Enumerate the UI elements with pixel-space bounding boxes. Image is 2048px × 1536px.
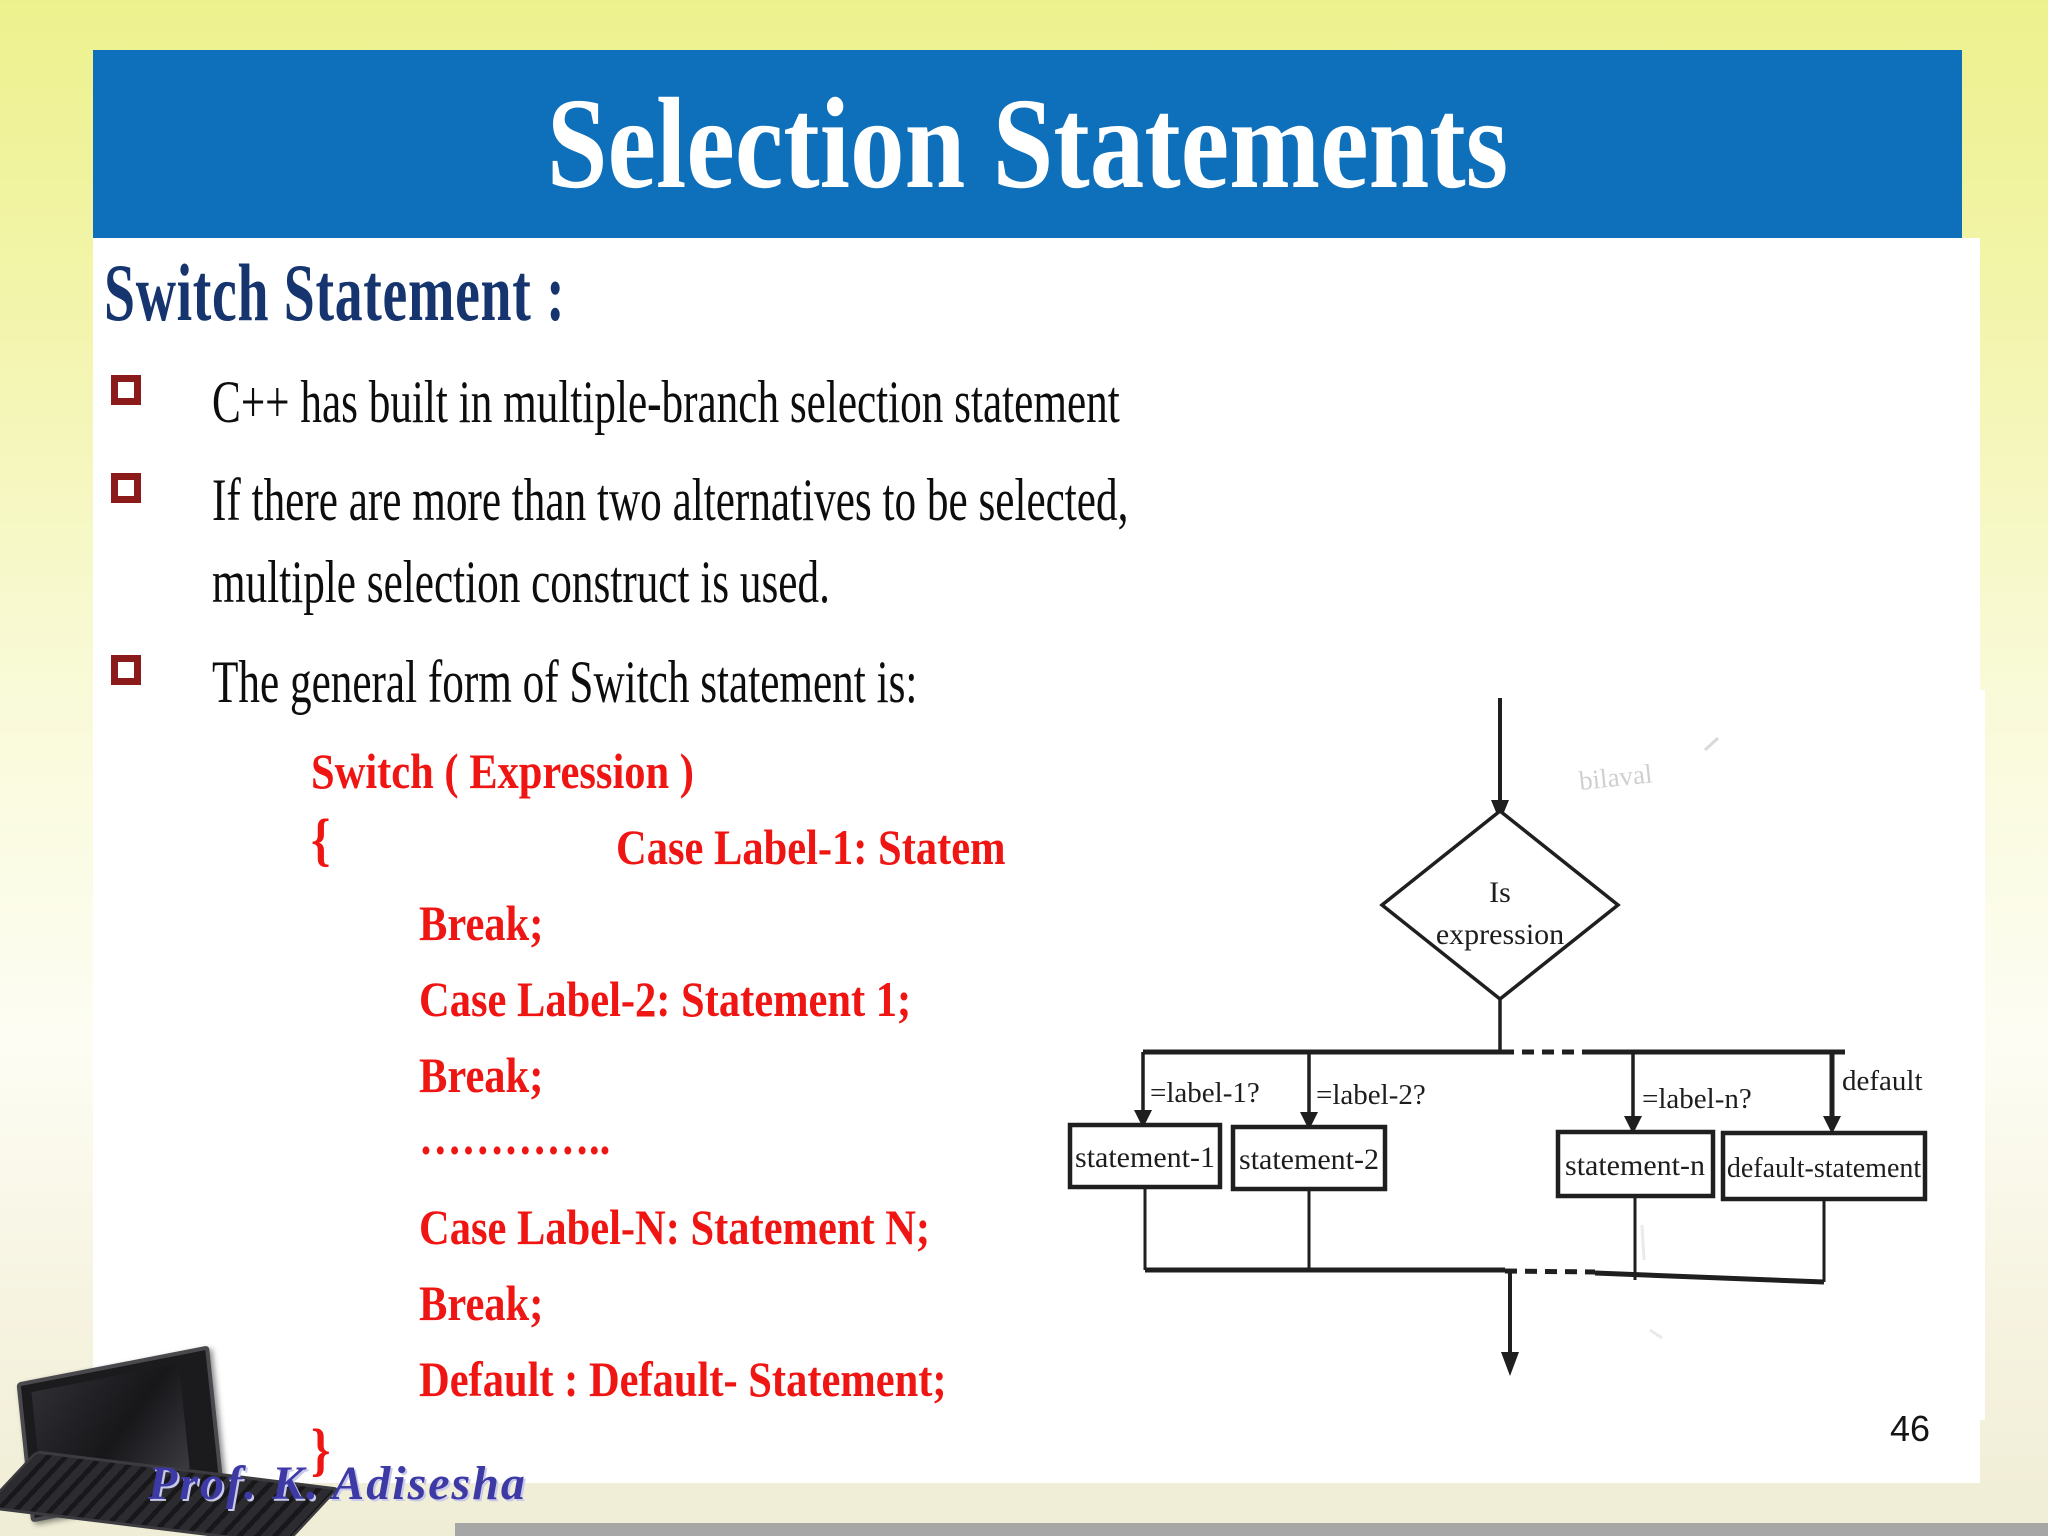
author-signature: Prof. K. Adisesha <box>148 1457 527 1510</box>
section-heading: Switch Statement : <box>104 247 566 338</box>
flowchart-background <box>1090 690 1985 1420</box>
scan-noise-mark <box>1703 736 1720 752</box>
code-line: Case Label-1: Statem <box>616 819 1006 875</box>
bullet-square-icon <box>111 375 141 405</box>
flow-box-label: default-statement <box>1727 1153 1922 1184</box>
code-line: Default : Default- Statement; <box>419 1351 947 1407</box>
code-line: Break; <box>419 895 544 951</box>
code-line: Switch ( Expression ) <box>311 743 694 799</box>
scan-noise-mark <box>1640 1224 1646 1261</box>
code-line: Break; <box>419 1275 544 1331</box>
flow-box-statement-2 <box>1230 1124 1388 1192</box>
bottom-rail-dashed <box>1504 1268 1596 1275</box>
branch-label: =label-1? <box>1150 1077 1260 1109</box>
flow-box-label: statement-1 <box>1075 1141 1215 1174</box>
branch-label: default <box>1842 1065 1923 1097</box>
code-open-brace: { <box>311 807 331 872</box>
code-line: Case Label-N: Statement N; <box>419 1199 931 1255</box>
bullet-text: C++ has built in multiple-branch selecti… <box>212 369 1120 435</box>
scan-noise-mark <box>1649 1328 1663 1340</box>
bottom-grey-strip <box>455 1523 2048 1536</box>
code-line: Case Label-2: Statement 1; <box>419 971 912 1027</box>
switch-flowchart-image: bilaval Is expression =label-1? =label-2… <box>1067 690 1985 1420</box>
page-number: 46 <box>1889 1408 1931 1449</box>
bottom-rail-line <box>1594 1270 1825 1285</box>
flow-box-default-statement <box>1720 1130 1928 1202</box>
flow-box-label: statement-2 <box>1239 1143 1379 1176</box>
branch-label: =label-2? <box>1316 1079 1426 1111</box>
bullet-text: If there are more than two alternatives … <box>212 467 1129 533</box>
decision-label-line1: Is <box>1489 876 1511 909</box>
bullet-square-icon <box>111 473 141 503</box>
code-dots-line: ………….. <box>419 1109 611 1165</box>
title-bar: Selection Statements <box>93 50 1962 238</box>
arrowhead-icon <box>1501 1352 1519 1376</box>
bullet-text: multiple selection construct is used. <box>212 549 830 615</box>
decision-label-line2: expression <box>1436 918 1564 951</box>
arrowhead-icon <box>1823 1116 1841 1134</box>
arrowhead-icon <box>1134 1110 1152 1128</box>
flow-box-label: statement-n <box>1565 1149 1705 1182</box>
slide-title: Selection Statements <box>546 72 1509 216</box>
branch-label: =label-n? <box>1642 1083 1752 1115</box>
arrowhead-icon <box>1624 1116 1642 1134</box>
bullet-text: The general form of Switch statement is: <box>212 649 918 715</box>
code-close-brace: } <box>311 1417 331 1482</box>
flow-box-statement-n <box>1555 1129 1716 1199</box>
bullet-square-icon <box>111 655 141 685</box>
arrowhead-icon <box>1300 1112 1318 1130</box>
flow-box-statement-1 <box>1067 1122 1223 1190</box>
code-line: Break; <box>419 1047 544 1103</box>
